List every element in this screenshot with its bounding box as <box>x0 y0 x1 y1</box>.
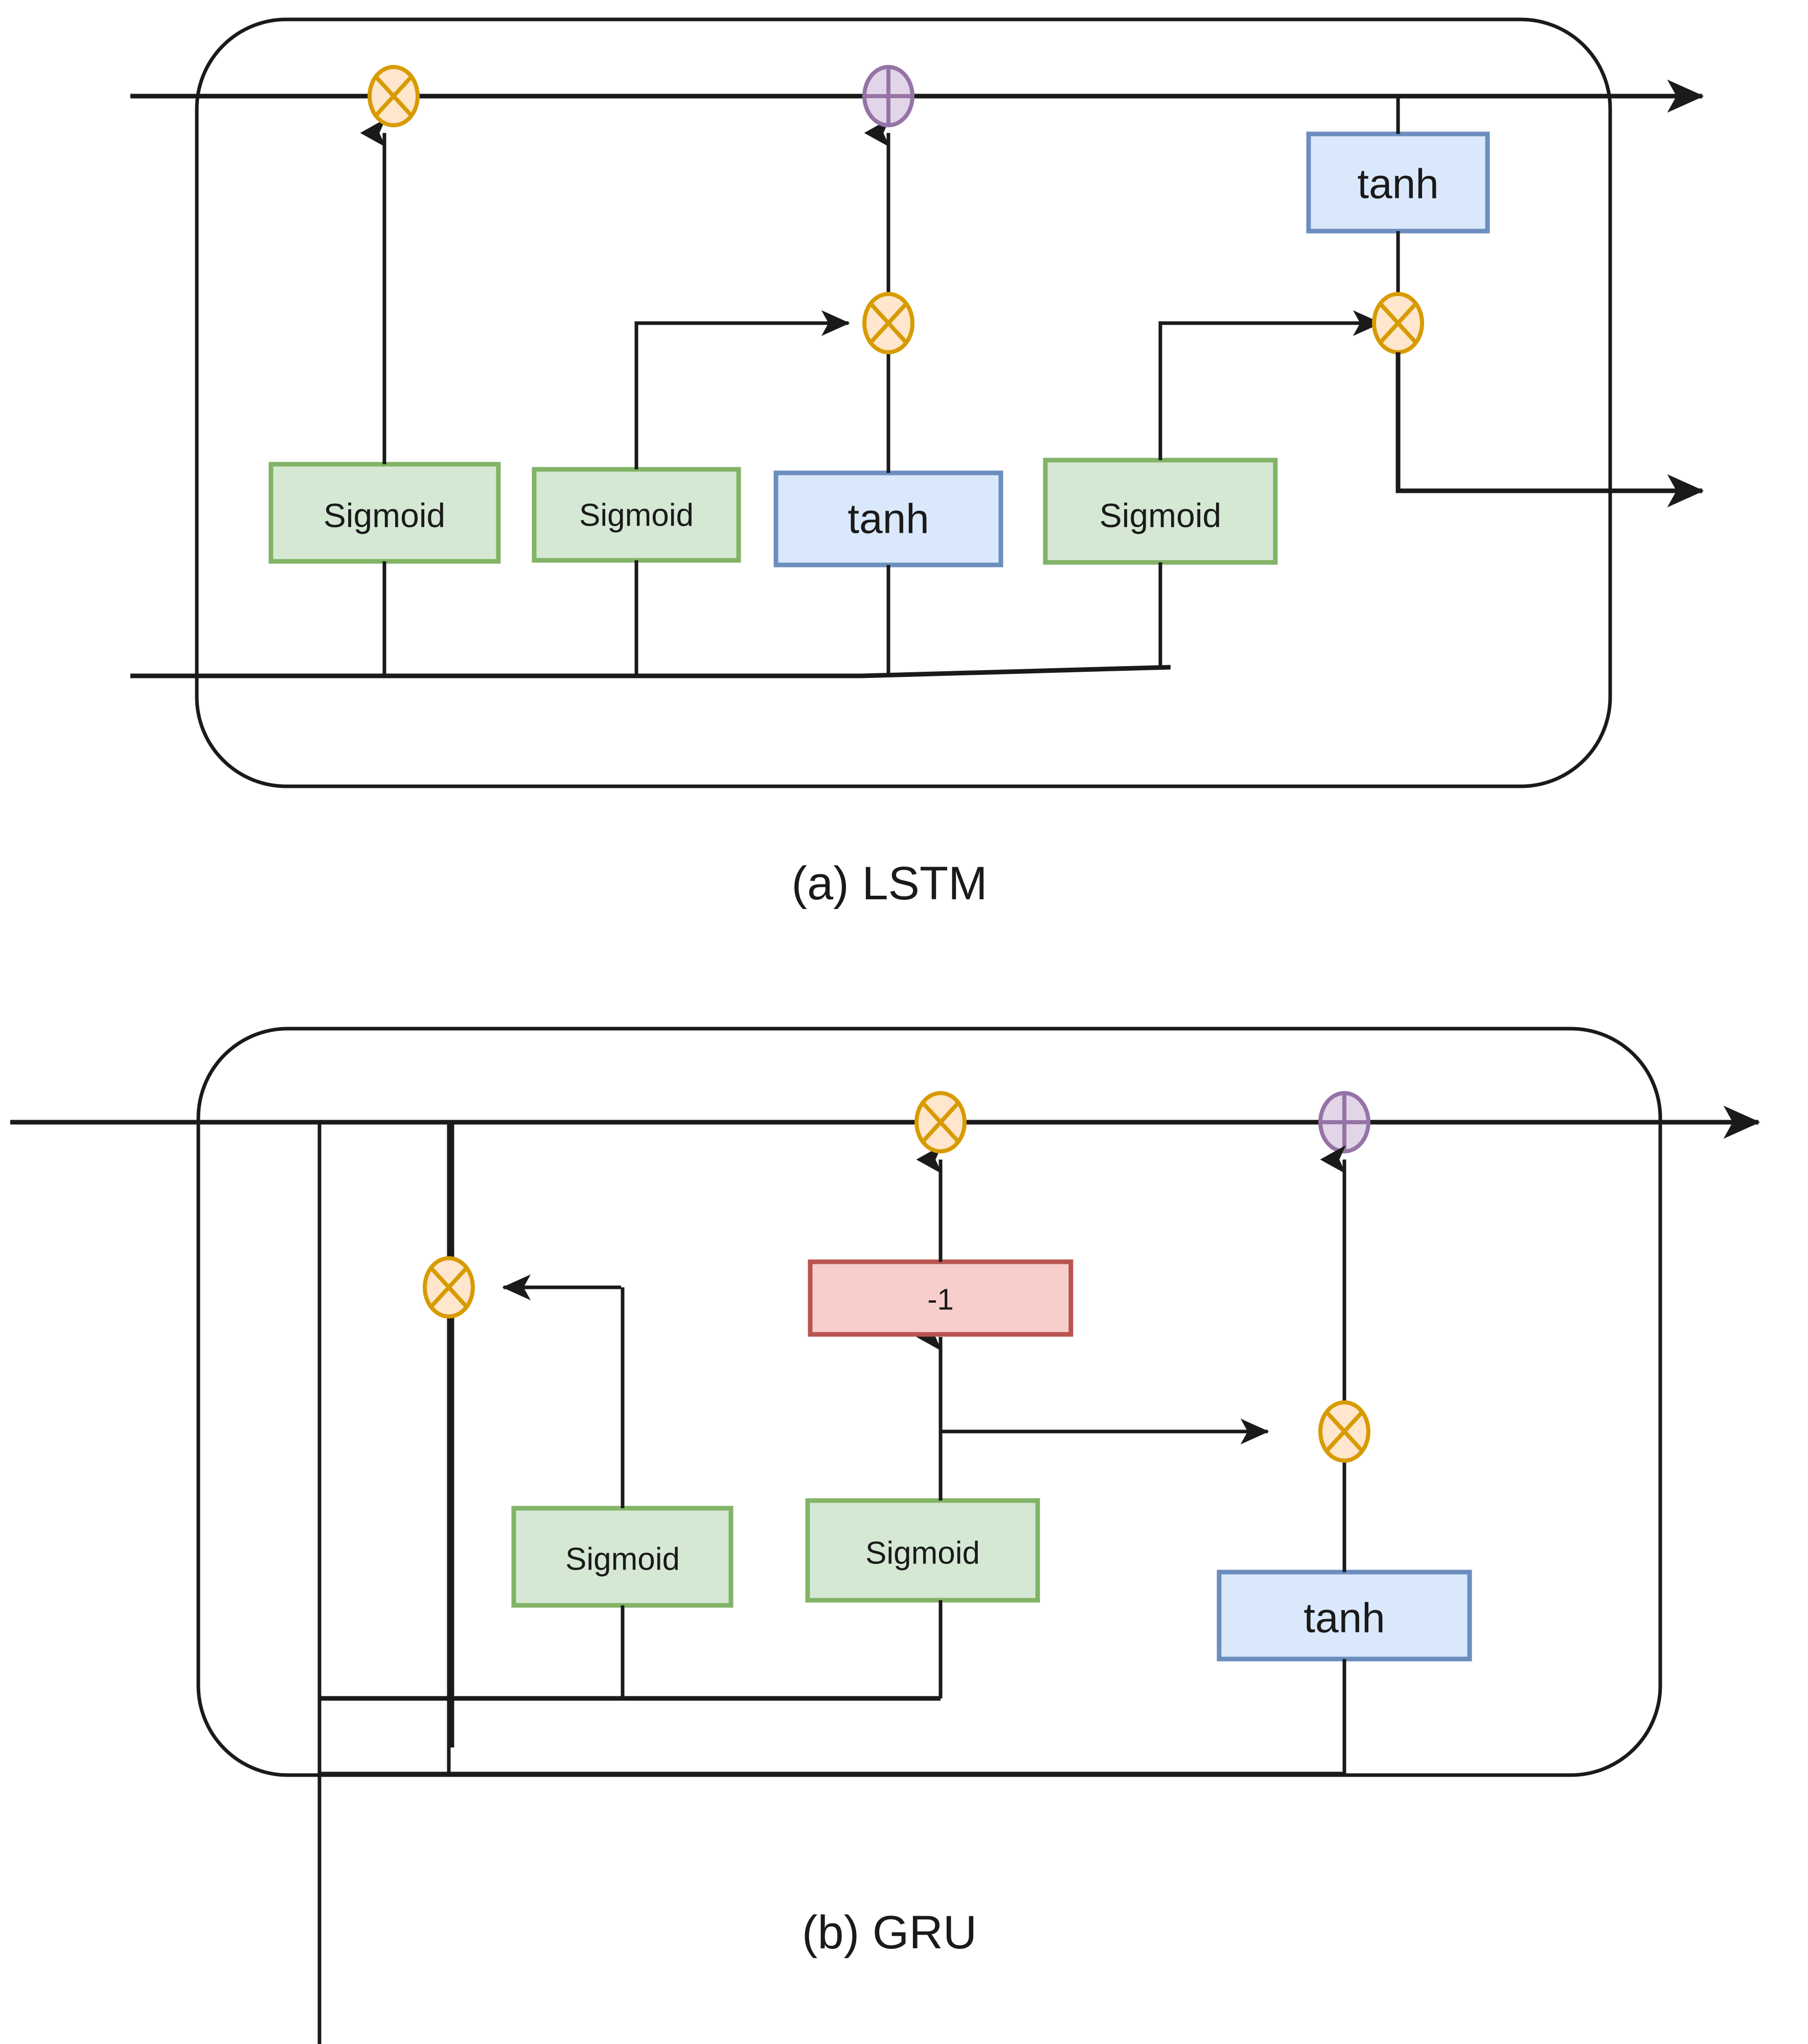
gru-update-gate-box[interactable] <box>805 1498 1040 1603</box>
lstm-hidden-output-wire <box>1395 352 1704 508</box>
lstm-input-gate-output-wire <box>634 310 850 469</box>
gru-negate-label: -1 <box>927 1283 954 1316</box>
lstm-output-gate-label: Sigmoid <box>1100 496 1221 534</box>
lstm-panel: Sigmoid Sigmoid tanh <box>130 17 1704 910</box>
lstm-cell-tanh-label: tanh <box>1357 161 1439 208</box>
gru-reset-gate-label: Sigmoid <box>565 1542 680 1577</box>
gru-negate-box[interactable] <box>808 1259 1073 1337</box>
lstm-forget-gate-label: Sigmoid <box>324 496 445 534</box>
lstm-multiply-node-3[interactable] <box>1372 292 1424 354</box>
lstm-cell-body <box>195 17 1612 788</box>
gru-multiply-node-3[interactable] <box>1318 1400 1370 1463</box>
lstm-multiply-node-1[interactable] <box>368 65 420 127</box>
gru-panel: Sigmoid Sigmoid -1 <box>10 1027 1760 2044</box>
lstm-add-node[interactable] <box>862 65 914 127</box>
gru-multiply-node-2[interactable] <box>914 1091 967 1153</box>
lstm-caption: (a) LSTM <box>791 857 987 910</box>
lstm-input-gate-label: Sigmoid <box>579 498 694 533</box>
lstm-forget-gate-box[interactable] <box>268 462 501 564</box>
lstm-output-gate-box[interactable] <box>1043 458 1278 565</box>
gru-update-gate-label: Sigmoid <box>865 1536 980 1571</box>
lstm-candidate-label: tanh <box>848 496 929 542</box>
lstm-input-bus-right <box>861 665 1171 678</box>
lstm-output-gate-output-wire <box>1158 310 1382 460</box>
gru-caption: (b) GRU <box>802 1906 977 1959</box>
gru-multiply-node-1[interactable] <box>423 1256 475 1319</box>
gru-add-node[interactable] <box>1318 1091 1370 1153</box>
gru-candidate-label: tanh <box>1303 1595 1385 1642</box>
lstm-cell-tanh-box[interactable] <box>1306 131 1490 234</box>
lstm-multiply-node-2[interactable] <box>862 292 914 354</box>
